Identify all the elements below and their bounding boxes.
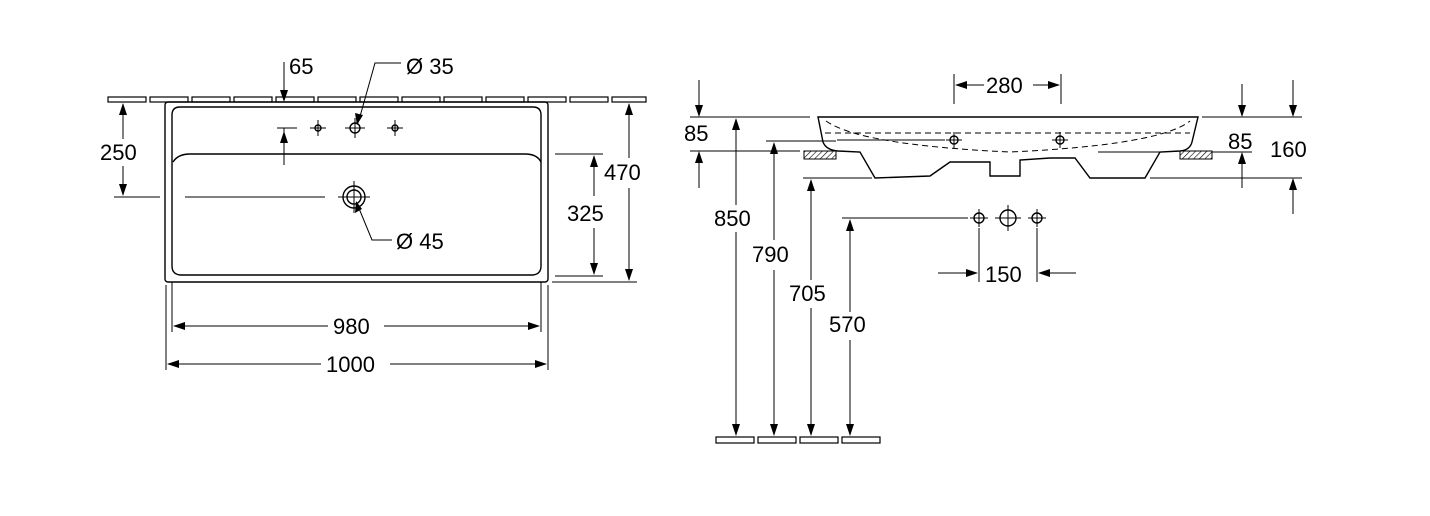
tap-hole-left-icon (310, 120, 326, 136)
tap-hole-center-icon (345, 118, 365, 138)
dim-height-705: 705 (789, 281, 826, 306)
dim-total-depth: 470 (604, 160, 641, 185)
dim-height-570: 570 (829, 312, 866, 337)
basin-outer-outline (164, 101, 549, 283)
basin-inner-outline (171, 106, 542, 276)
dim-tap-depth: 250 (100, 140, 137, 165)
tap-hole-front-left-icon (970, 209, 988, 227)
dim-total-height: 160 (1270, 137, 1307, 162)
dim-rim-left: 85 (684, 121, 708, 146)
dim-height-850: 850 (714, 206, 751, 231)
tap-hole-front-center-icon (995, 205, 1021, 231)
dim-waste-hole-diameter: Ø 45 (396, 229, 444, 254)
side-view: 280 85 85 160 850 (684, 73, 1307, 444)
top-view: 65 Ø 35 Ø 45 250 325 470 (100, 54, 647, 377)
floor-strip (715, 436, 881, 444)
overflow-hole-left-icon (946, 132, 962, 148)
basin-profile-inner (825, 120, 1191, 153)
dim-holes-spacing: 280 (986, 73, 1023, 98)
dim-inner-width: 980 (333, 314, 370, 339)
dim-rim-right: 85 (1228, 129, 1252, 154)
waste-hole-icon (338, 181, 370, 213)
basin-profile-outline (817, 116, 1199, 179)
support-right (1179, 150, 1213, 160)
wall-strip-top (107, 96, 647, 103)
tap-hole-front-right-icon (1028, 209, 1046, 227)
tap-deck-edge (172, 153, 542, 163)
dim-height-790: 790 (752, 242, 789, 267)
support-left (803, 150, 837, 160)
tap-hole-right-icon (387, 120, 403, 136)
dim-tap-hole-diameter: Ø 35 (406, 54, 454, 79)
dim-total-width: 1000 (326, 352, 375, 377)
overflow-hole-right-icon (1052, 132, 1068, 148)
dim-tap-offset: 65 (289, 54, 313, 79)
dim-tap-spacing: 150 (985, 262, 1022, 287)
dim-bowl-depth: 325 (567, 201, 604, 226)
